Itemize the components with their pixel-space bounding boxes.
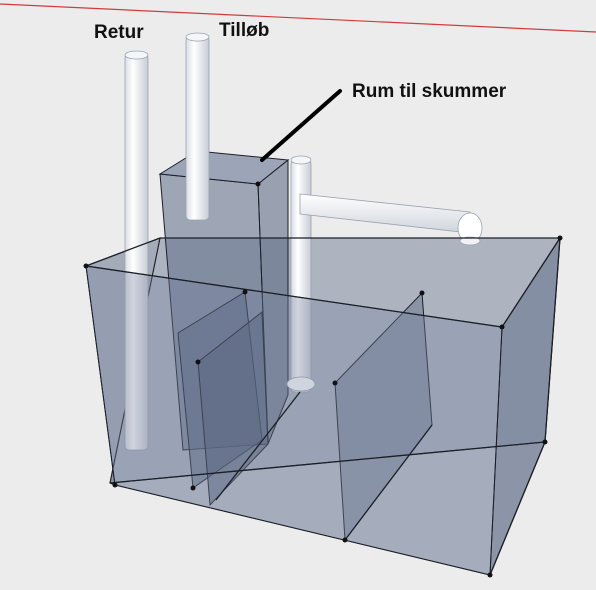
tillob-pipe-top — [185, 32, 210, 42]
horizon-line — [0, 3, 596, 33]
retur-pipe-top — [124, 50, 149, 60]
skummer-label: Rum til skummer — [352, 81, 507, 102]
baffle-front-right — [197, 311, 269, 507]
floor-seam-right — [344, 424, 433, 541]
retur-label: Retur — [94, 22, 144, 43]
corner-points — [83, 181, 563, 578]
horizontal-pipe-outlet — [459, 236, 481, 246]
floor-seam-left — [215, 391, 301, 501]
skimmer-riser-top — [290, 155, 312, 165]
tillob-label: Tilløb — [219, 20, 269, 41]
tank-back-bottom-edge — [109, 441, 546, 484]
tank-right-bottom-edge — [489, 441, 546, 576]
tillob-pipe — [185, 35, 210, 221]
skimmer-riser-elbow — [286, 376, 316, 392]
skummer-pointer-line — [260, 89, 342, 162]
tank-right-back-edge — [544, 237, 561, 443]
